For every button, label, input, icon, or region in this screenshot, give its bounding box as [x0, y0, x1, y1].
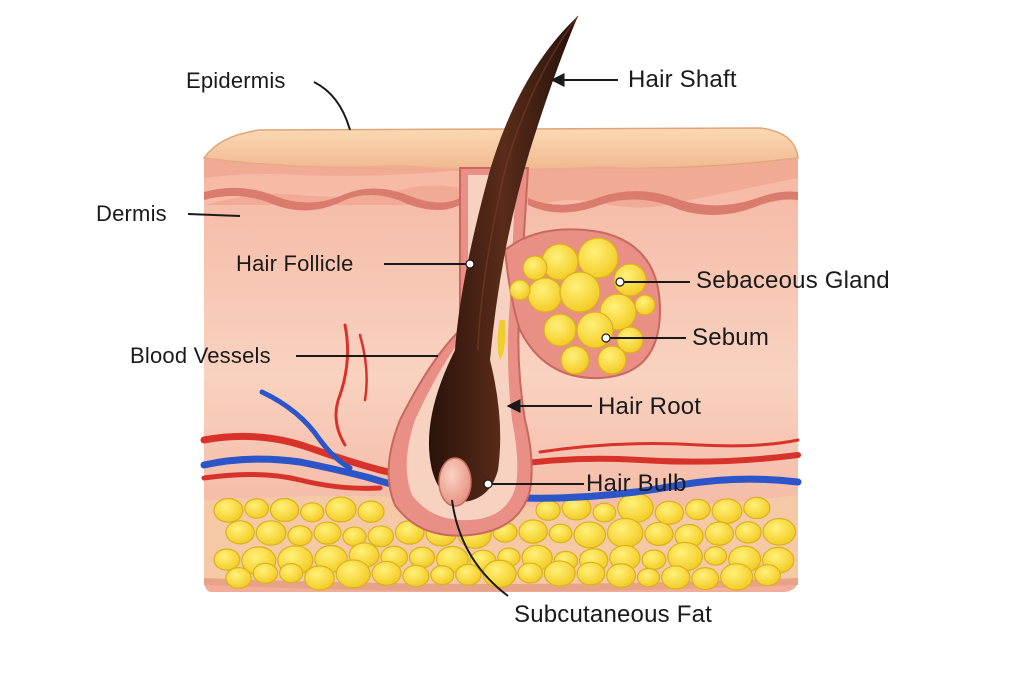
fat-cell	[704, 521, 735, 546]
fat-cell	[762, 517, 797, 546]
fat-cell	[255, 520, 287, 546]
hair	[428, 15, 579, 502]
fat-cell	[641, 549, 667, 571]
sebum-cell	[613, 263, 647, 297]
fat-cell	[213, 497, 244, 523]
fat-cell	[535, 499, 561, 521]
fat-cell	[518, 519, 548, 544]
fat-cell	[606, 517, 644, 549]
sebum-cell	[522, 255, 548, 281]
fat-cell	[430, 565, 455, 586]
fat-cell	[402, 564, 430, 588]
fat-cell	[654, 500, 685, 525]
fat-cell	[720, 563, 754, 591]
fat-cell	[691, 567, 720, 591]
sebum-cell	[597, 345, 627, 375]
pointer-subcutaneous-fat	[451, 499, 509, 597]
sebum-cell	[509, 279, 531, 301]
fat-cell	[543, 560, 576, 587]
fat-cell	[367, 525, 395, 548]
sebum-cell	[527, 277, 563, 313]
pointer-dermis	[187, 213, 241, 217]
fat-cell	[548, 523, 573, 544]
label-sebum: Sebum	[692, 324, 770, 351]
fat-cell	[325, 496, 357, 523]
fat-cell	[684, 498, 711, 521]
label-hair-shaft: Hair Shaft	[628, 66, 737, 93]
fat-cell	[636, 567, 661, 588]
fat-cell	[252, 562, 279, 584]
fat-cell	[576, 561, 606, 586]
fat-cell	[711, 498, 743, 524]
sebaceous-gland	[497, 228, 662, 380]
label-blood-vessels: Blood Vessels	[130, 343, 271, 368]
fat-cell	[408, 546, 436, 569]
fat-cell	[734, 521, 762, 544]
dermal-papilla	[438, 457, 472, 507]
fat-cell	[617, 492, 654, 523]
fat-cell	[244, 498, 270, 519]
dermis-layer	[204, 187, 460, 211]
fat-cell	[606, 563, 637, 588]
fat-cell	[278, 563, 304, 584]
label-epidermis: Epidermis	[186, 68, 286, 93]
pointer-epidermis	[313, 81, 351, 131]
pointer-lines	[187, 73, 690, 597]
fat-cell	[644, 521, 674, 547]
pointer-dots	[465, 259, 625, 489]
fat-cell	[517, 562, 543, 584]
sebum-cell	[577, 237, 619, 279]
sebum-cell	[616, 326, 644, 354]
fat-cell	[287, 525, 313, 547]
fat-cell	[213, 548, 241, 571]
fat-cells	[213, 492, 797, 591]
fat-cell	[660, 565, 691, 590]
label-sebaceous-gland: Sebaceous Gland	[696, 267, 890, 294]
fat-cell	[304, 565, 335, 591]
fat-cell	[455, 563, 482, 586]
sebum-cell	[634, 294, 656, 316]
sebum-cell	[559, 271, 601, 313]
fat-cell	[703, 546, 728, 566]
sebum-drip	[497, 320, 506, 360]
fat-cell	[313, 521, 342, 545]
label-dermis: Dermis	[96, 201, 167, 226]
sebum-cell	[576, 311, 614, 349]
label-subcutaneous-fat: Subcutaneous Fat	[514, 601, 713, 628]
fat-cell	[269, 497, 300, 523]
fat-cell	[225, 520, 255, 545]
fat-cell	[573, 521, 607, 549]
sebum-cell	[560, 345, 590, 375]
sebum-cell	[543, 313, 577, 347]
fat-cell	[482, 559, 517, 588]
fat-cell	[743, 496, 771, 520]
fat-cell	[592, 502, 617, 523]
fat-cell	[300, 502, 325, 523]
fat-cell	[357, 500, 385, 523]
fat-cell	[225, 567, 252, 589]
fat-cell	[371, 560, 402, 586]
label-hair-bulb: Hair Bulb	[586, 470, 687, 497]
fat-cell	[335, 559, 371, 589]
label-hair-follicle: Hair Follicle	[236, 251, 354, 276]
fat-cell	[754, 563, 782, 587]
label-hair-root: Hair Root	[598, 393, 702, 420]
